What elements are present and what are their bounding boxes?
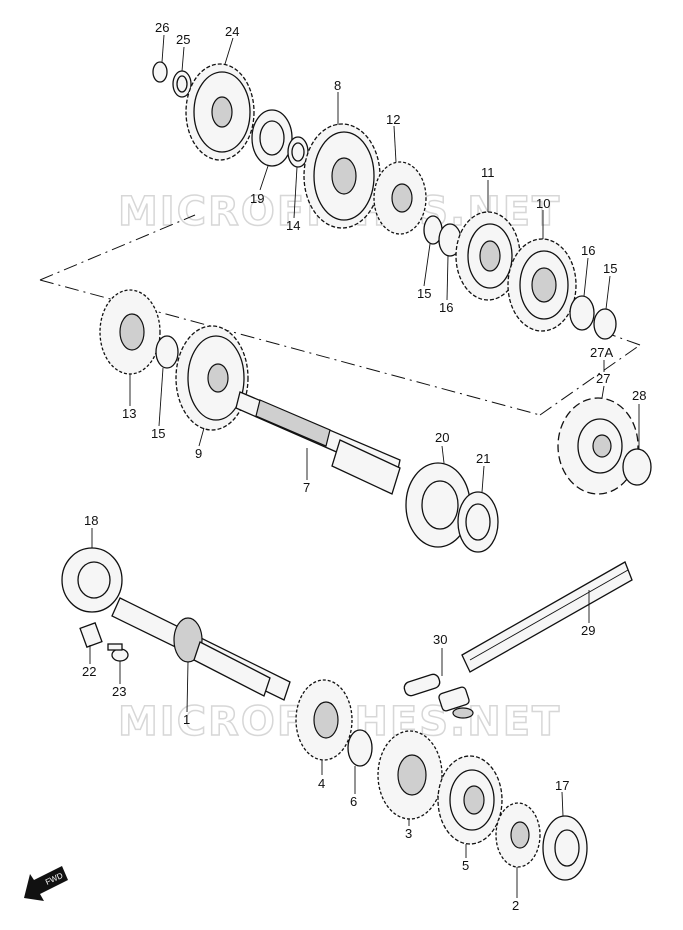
washer-25 [172, 70, 192, 98]
callout-27a: 27A [590, 345, 613, 360]
callout-3: 3 [405, 826, 412, 841]
retainer-22 [79, 622, 103, 648]
callout-16-upper: 16 [439, 300, 453, 315]
bolt-23 [107, 643, 129, 662]
callout-10: 10 [536, 196, 550, 211]
callout-21: 21 [476, 451, 490, 466]
callout-6: 6 [350, 794, 357, 809]
callout-23: 23 [112, 684, 126, 699]
gear-4 [295, 679, 353, 761]
circlip-15b [593, 308, 617, 340]
leader-lines [89, 34, 640, 898]
callout-18: 18 [84, 513, 98, 528]
bearing-18 [61, 547, 123, 613]
callout-7: 7 [303, 480, 310, 495]
circlip-15c [155, 335, 179, 369]
circlip-6 [347, 729, 373, 767]
callout-16-right: 16 [581, 243, 595, 258]
callout-30: 30 [433, 632, 447, 647]
gear-3 [377, 730, 443, 820]
callout-8: 8 [334, 78, 341, 93]
callout-15-mid: 15 [151, 426, 165, 441]
callout-15-right: 15 [603, 261, 617, 276]
bearing-19 [251, 109, 293, 167]
callout-22: 22 [82, 664, 96, 679]
mainshaft-1 [111, 597, 291, 701]
callout-26: 26 [155, 20, 169, 35]
gear-12 [373, 161, 427, 235]
gear-10 [507, 238, 577, 332]
gear-24 [185, 63, 255, 161]
callout-27: 27 [596, 371, 610, 386]
callout-25: 25 [176, 32, 190, 47]
callout-15-upper: 15 [417, 286, 431, 301]
callout-20: 20 [435, 430, 449, 445]
sprocket-27 [557, 397, 639, 495]
callout-labels: 26 25 24 8 12 19 14 11 10 15 16 16 15 27… [82, 20, 646, 913]
gear-2 [495, 802, 541, 868]
callout-2: 2 [512, 898, 519, 913]
callout-19: 19 [250, 191, 264, 206]
fwd-arrow-icon: FWD [24, 866, 68, 901]
gear-9 [175, 325, 249, 431]
gear-8 [303, 123, 381, 229]
gear-13 [99, 289, 161, 375]
countershaft-7 [235, 391, 401, 495]
callout-5: 5 [462, 858, 469, 873]
callout-29: 29 [581, 623, 595, 638]
callout-17: 17 [555, 778, 569, 793]
callout-24: 24 [225, 24, 239, 39]
circlip-28 [622, 448, 652, 486]
bearing-21 [457, 491, 499, 553]
callout-14: 14 [286, 218, 300, 233]
circlip-26 [152, 61, 168, 83]
callout-13: 13 [122, 406, 136, 421]
callout-11: 11 [481, 165, 495, 180]
bearing-17 [542, 815, 588, 881]
drive-chain-29 [461, 561, 633, 673]
washer-14 [287, 136, 309, 168]
assembly-boundary [39, 214, 641, 416]
callout-28: 28 [632, 388, 646, 403]
gear-5 [437, 755, 503, 845]
washer-16b [569, 295, 595, 331]
callout-1: 1 [183, 712, 190, 727]
callout-12: 12 [386, 112, 400, 127]
callout-9: 9 [195, 446, 202, 461]
chain-joint-30 [403, 673, 474, 719]
callout-4: 4 [318, 776, 325, 791]
